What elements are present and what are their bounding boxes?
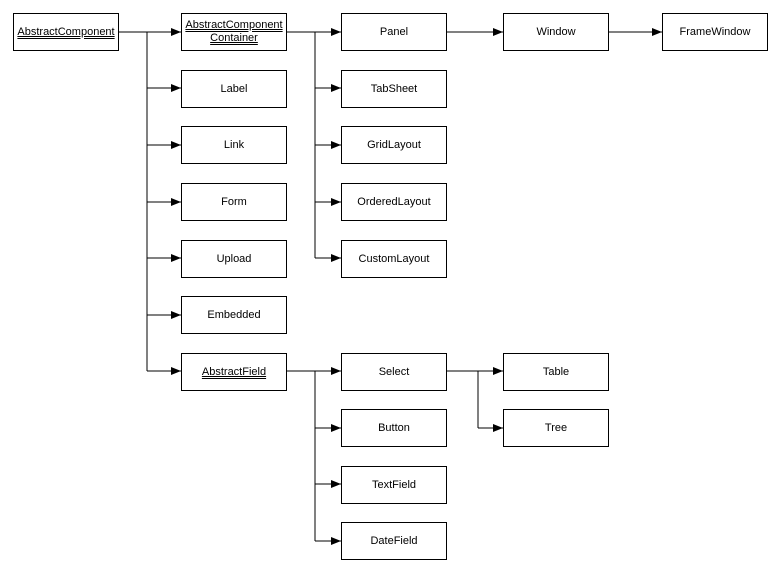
node-button: Button [341, 409, 447, 447]
node-upload-text: Upload [216, 252, 252, 265]
node-select: Select [341, 353, 447, 391]
node-form: Form [181, 183, 287, 221]
node-link-text: Link [223, 138, 245, 151]
node-embedded-text: Embedded [207, 308, 261, 321]
node-table-text: Table [542, 365, 570, 378]
node-framewindow-text: FrameWindow [679, 25, 751, 38]
node-abstractcomponent-label: AbstractComponent [17, 25, 115, 38]
node-datefield: DateField [341, 522, 447, 560]
node-textfield-text: TextField [371, 478, 417, 491]
node-datefield-text: DateField [370, 534, 418, 547]
node-gridlayout: GridLayout [341, 126, 447, 164]
node-tree-text: Tree [544, 421, 568, 434]
node-select-text: Select [378, 365, 410, 378]
node-table: Table [503, 353, 609, 391]
node-orderedlayout: OrderedLayout [341, 183, 447, 221]
node-link: Link [181, 126, 287, 164]
node-embedded: Embedded [181, 296, 287, 334]
node-gridlayout-text: GridLayout [367, 138, 421, 151]
node-abstractcomponentcontainer: AbstractComponent Container [181, 13, 287, 51]
node-window-text: Window [536, 25, 576, 38]
node-orderedlayout-text: OrderedLayout [357, 195, 431, 208]
node-label-text: Label [220, 82, 248, 95]
node-abstractcomponentcontainer-line2: Container [210, 32, 258, 44]
node-tabsheet-text: TabSheet [370, 82, 418, 95]
node-abstractcomponent: AbstractComponent [13, 13, 119, 51]
node-label: Label [181, 70, 287, 108]
node-tree: Tree [503, 409, 609, 447]
node-textfield: TextField [341, 466, 447, 504]
node-abstractfield: AbstractField [181, 353, 287, 391]
node-panel-text: Panel [379, 25, 409, 38]
node-framewindow: FrameWindow [662, 13, 768, 51]
node-abstractfield-text: AbstractField [201, 365, 267, 378]
node-form-text: Form [221, 195, 247, 208]
node-customlayout: CustomLayout [341, 240, 447, 278]
node-button-text: Button [378, 421, 410, 434]
node-window: Window [503, 13, 609, 51]
node-abstractcomponentcontainer-line1: AbstractComponent [185, 19, 283, 31]
node-upload: Upload [181, 240, 287, 278]
node-customlayout-text: CustomLayout [358, 252, 430, 265]
node-panel: Panel [341, 13, 447, 51]
node-tabsheet: TabSheet [341, 70, 447, 108]
